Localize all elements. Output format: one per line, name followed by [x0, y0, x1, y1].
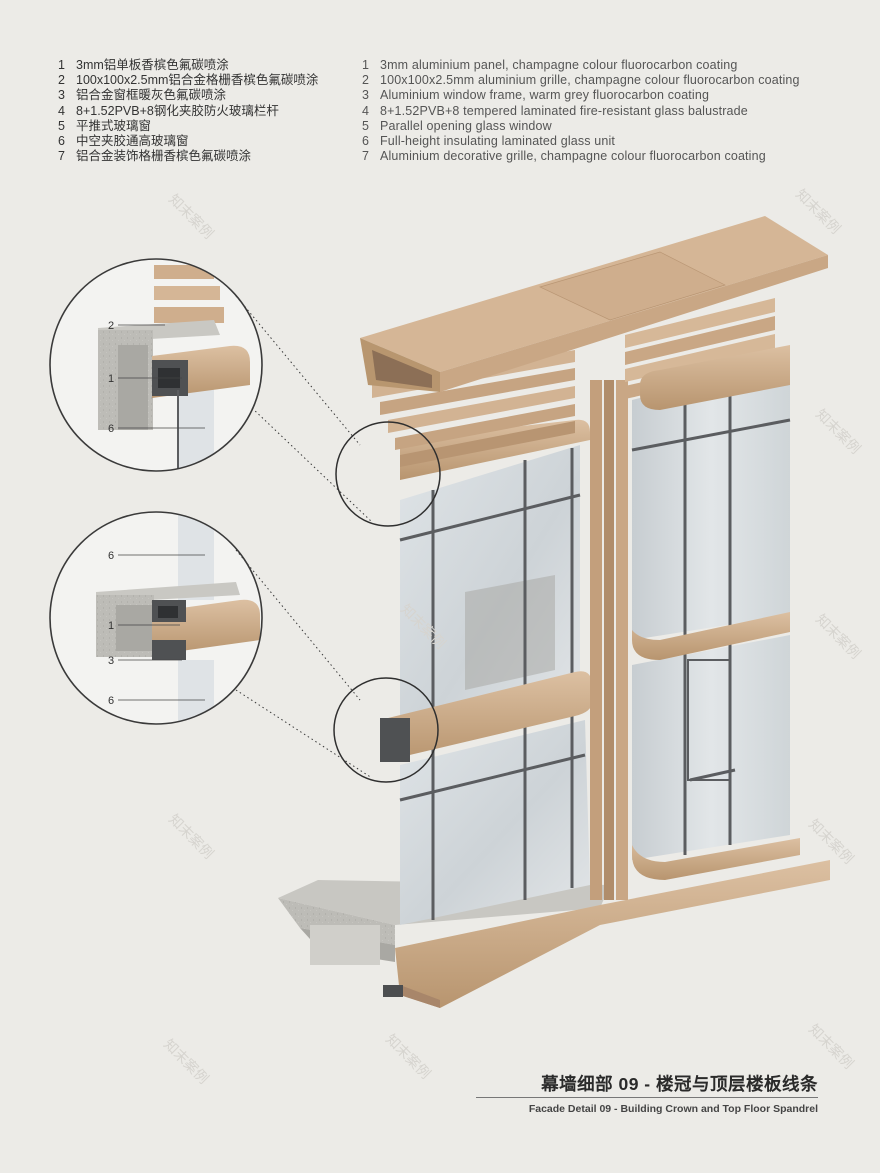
vertical-grilles: [590, 380, 628, 900]
callout-leaders-top: [118, 324, 205, 429]
detail-circle-bottom: 6 1 3 6: [49, 511, 263, 725]
soffit-block: [310, 925, 380, 965]
watermark: 知末案例: [160, 1036, 212, 1088]
building-facade: [278, 216, 830, 1008]
callout-label: 2: [108, 320, 114, 332]
bottom-spandrel-band: [395, 860, 830, 1008]
watermark: 知末案例: [805, 816, 857, 868]
detail-connector-lines: [235, 295, 373, 779]
callout-label: 1: [108, 620, 114, 632]
callout-label: 3: [108, 655, 114, 667]
right-glass-lower: [632, 635, 790, 860]
drawing-title-chinese: 幕墙细部 09 - 楼冠与顶层楼板线条: [541, 1074, 818, 1094]
watermark: 知末案例: [382, 1031, 434, 1083]
right-glass-upper: [632, 360, 790, 640]
parapet-side: [440, 255, 828, 392]
callout-label: 6: [108, 423, 114, 435]
target-circle-bottom: [333, 677, 439, 783]
detail-circle-top: 2 1 6: [49, 258, 263, 472]
drawing-title-english: Facade Detail 09 - Building Crown and To…: [528, 1103, 818, 1115]
watermark: 知末案例: [165, 191, 217, 243]
watermark: 知末案例: [812, 611, 864, 663]
corner-column-top: [640, 345, 790, 410]
bottom-frame-bracket: [383, 985, 403, 997]
target-circle-top: [335, 421, 441, 527]
callout-label: 6: [108, 550, 114, 562]
parallel-window-frame: [687, 659, 731, 781]
middle-spandrel-right: [632, 612, 790, 660]
middle-spandrel-left: [380, 671, 592, 762]
watermark: 知末案例: [805, 1021, 857, 1073]
bottom-spandrel-right: [632, 838, 800, 880]
watermark: 知末案例: [812, 406, 864, 458]
left-mullions: [399, 448, 586, 920]
watermark: 知末案例: [792, 186, 844, 238]
watermark: 知末案例: [165, 811, 217, 863]
callout-label: 6: [108, 695, 114, 707]
callout-label: 1: [108, 373, 114, 385]
callout-leaders-bottom: [118, 554, 205, 701]
lower-glass-left: [400, 720, 590, 925]
title-divider: [476, 1097, 818, 1098]
